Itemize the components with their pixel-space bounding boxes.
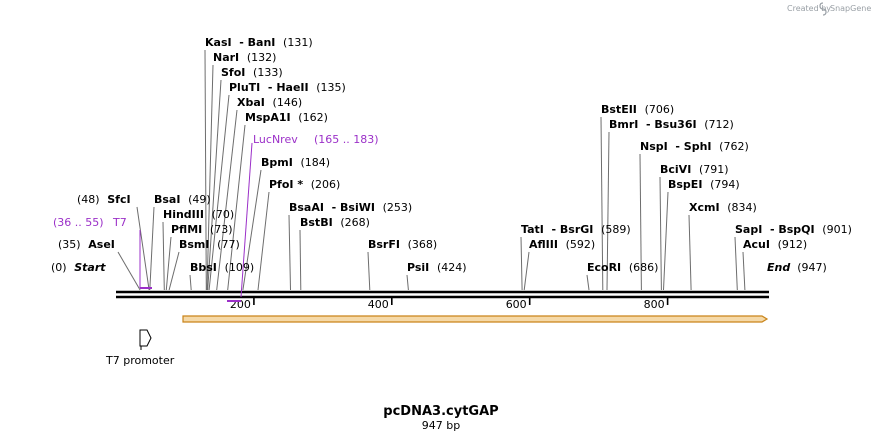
credit-text: Created by <box>787 4 831 13</box>
site-label-afliii[interactable]: AflIII (592) <box>529 238 595 251</box>
site-tick-ecori <box>586 274 590 291</box>
site-label-bpmi[interactable]: BpmI (184) <box>261 156 330 169</box>
site-label-hindiii[interactable]: HindIII (70) <box>163 208 234 221</box>
primer-lucnrev-leader <box>240 142 253 298</box>
site-label-bmri[interactable]: BmrI - Bsu36I (712) <box>609 118 734 131</box>
site-label-bsai[interactable]: BsaI (49) <box>154 193 211 206</box>
site-label-pflmi[interactable]: PflMI (73) <box>171 223 233 236</box>
site-label-psii[interactable]: PsiI (424) <box>407 261 467 274</box>
site-tick-bspei <box>663 191 669 291</box>
site-tick-bsrfi <box>367 251 371 291</box>
site-tick-pfoi <box>257 191 270 291</box>
snapgene-logo-icon <box>819 2 827 16</box>
brand-name: SnapGene <box>830 4 871 13</box>
site-tick-sfoi <box>207 79 222 291</box>
site-tick-hindiii <box>162 221 165 291</box>
site-tick-asei <box>117 251 141 291</box>
site-tick-pflmi <box>165 236 172 291</box>
orf-arrow <box>182 315 769 323</box>
site-label-bbsi[interactable]: BbsI (109) <box>190 261 254 274</box>
site-label-ecori[interactable]: EcoRI (686) <box>587 261 658 274</box>
site-label-tati[interactable]: TatI - BsrGI (589) <box>521 223 631 236</box>
orf-feature[interactable] <box>182 315 769 323</box>
site-tick-acui <box>742 251 746 291</box>
site-tick-kasi <box>204 49 207 291</box>
site-tick-tati <box>520 236 523 291</box>
site-label-nari[interactable]: NarI (132) <box>213 51 276 64</box>
promoter-arrow-icon <box>139 329 152 347</box>
site-label-bspei[interactable]: BspEI (794) <box>668 178 740 191</box>
primer-lucnrev[interactable]: LucNrev (165 .. 183) <box>227 133 379 302</box>
site-tick-bbsi <box>189 274 192 291</box>
site-ticks <box>117 49 746 291</box>
site-label-end[interactable]: End (947) <box>767 261 827 274</box>
site-labels: KasI - BanI (131) NarI (132) SfoI (133) Plu… <box>51 36 852 274</box>
site-tick-nspi <box>639 153 642 291</box>
site-tick-bstbi <box>299 229 302 291</box>
site-tick-psii <box>406 274 409 291</box>
site-label-pluti[interactable]: PluTI - HaeII (135) <box>229 81 346 94</box>
site-tick-bsmi <box>168 251 180 291</box>
site-label-mspa1i[interactable]: MspA1I (162) <box>245 111 328 124</box>
site-label-xbai[interactable]: XbaI (146) <box>237 96 302 109</box>
ruler-label-200: 200 <box>230 298 251 311</box>
site-tick-bsai <box>149 206 155 291</box>
map-title: pcDNA3.cytGAP <box>383 404 498 419</box>
site-tick-sfci <box>136 206 150 291</box>
primer-t7-range: (36 .. 55) <box>53 216 104 229</box>
site-label-xcmi[interactable]: XcmI (834) <box>689 201 757 214</box>
site-label-sfci[interactable]: (48) SfcI <box>77 193 131 206</box>
ruler-label-400: 400 <box>368 298 389 311</box>
site-tick-xcmi <box>688 214 692 291</box>
site-label-bsmi[interactable]: BsmI (77) <box>179 238 240 251</box>
site-label-nspi[interactable]: NspI - SphI (762) <box>640 140 749 153</box>
site-tick-xbai <box>216 109 238 291</box>
site-label-acui[interactable]: AcuI (912) <box>743 238 807 251</box>
site-label-sapi[interactable]: SapI - BspQI (901) <box>735 223 852 236</box>
snapgene-credit: Created by SnapGene <box>787 2 871 16</box>
primer-lucnrev-range: (165 .. 183) <box>314 133 379 146</box>
map-length: 947 bp <box>422 419 460 432</box>
site-label-kasi[interactable]: KasI - BanI (131) <box>205 36 313 49</box>
t7-promoter-feature[interactable]: T7 promoter <box>105 329 175 367</box>
primer-t7[interactable]: (36 .. 55) T7 <box>53 216 152 289</box>
site-label-bsteii[interactable]: BstEII (706) <box>601 103 674 116</box>
ruler: 200 400 600 800 <box>230 297 669 311</box>
site-label-bcivi[interactable]: BciVI (791) <box>660 163 729 176</box>
ruler-label-800: 800 <box>644 298 665 311</box>
site-tick-bpmi <box>242 169 262 291</box>
primer-t7-label: T7 <box>112 216 127 229</box>
site-label-bsrfi[interactable]: BsrFI (368) <box>368 238 437 251</box>
site-label-start[interactable]: (0) Start <box>51 261 106 274</box>
site-tick-pluti <box>208 94 230 291</box>
site-tick-bmri <box>606 131 610 291</box>
site-tick-afliii <box>523 251 530 291</box>
site-tick-bcivi <box>659 176 662 291</box>
site-tick-bsteii <box>600 116 604 291</box>
site-label-asei[interactable]: (35) AseI <box>58 238 115 251</box>
ruler-label-600: 600 <box>506 298 527 311</box>
site-tick-nari <box>206 64 214 291</box>
sequence-backbone <box>116 290 769 299</box>
site-tick-sapi <box>734 236 738 291</box>
site-label-pfoi[interactable]: PfoI * (206) <box>269 178 340 191</box>
site-label-sfoi[interactable]: SfoI (133) <box>221 66 283 79</box>
site-label-bsaai[interactable]: BsaAI - BsiWI (253) <box>289 201 412 214</box>
site-tick-bsaai <box>288 214 291 291</box>
primer-lucnrev-label: LucNrev <box>253 133 298 146</box>
site-label-bstbi[interactable]: BstBI (268) <box>300 216 370 229</box>
promoter-label: T7 promoter <box>105 354 175 367</box>
site-tick-mspa1i <box>227 124 246 291</box>
